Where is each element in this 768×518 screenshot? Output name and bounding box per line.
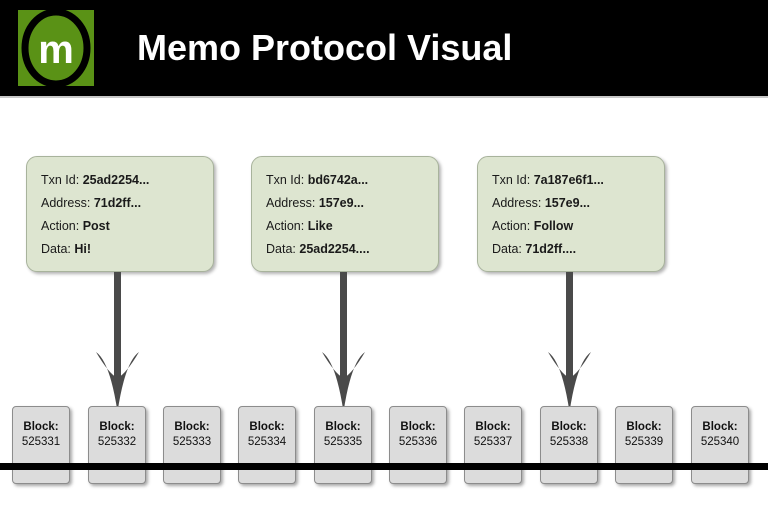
blockchain-block[interactable]: Block: 525332: [88, 406, 146, 484]
memo-field-value: bd6742a...: [304, 173, 369, 187]
block-number: 525337: [473, 436, 513, 448]
block-number: 525336: [398, 436, 438, 448]
blockchain-block[interactable]: Block: 525331: [12, 406, 70, 484]
blockchain-block[interactable]: Block: 525334: [238, 406, 296, 484]
arrow-svg: [322, 272, 365, 412]
block-label: Block:: [99, 421, 135, 433]
memo-field-value: Hi!: [70, 242, 92, 256]
block-label: Block:: [475, 421, 511, 433]
memo-to-block-arrow: [88, 272, 148, 412]
memo-field-row: Action: Like: [266, 215, 438, 238]
blockchain-block[interactable]: Block: 525338: [540, 406, 598, 484]
memo-field-row: Data: Hi!: [41, 238, 213, 261]
block-label: Block:: [174, 421, 210, 433]
memo-field-label: Txn Id:: [492, 173, 531, 187]
blockchain-block[interactable]: Block: 525333: [163, 406, 221, 484]
svg-text:m: m: [38, 28, 74, 72]
memo-field-label: Data:: [266, 242, 296, 256]
memo-field-row: Address: 71d2ff...: [41, 192, 213, 215]
memo-field-row: Txn Id: bd6742a...: [266, 169, 438, 192]
block-number: 525339: [624, 436, 664, 448]
memo-field-label: Address:: [41, 196, 91, 210]
memo-field-label: Address:: [266, 196, 316, 210]
blockchain-baseline: [0, 463, 768, 470]
memo-field-row: Action: Follow: [492, 215, 664, 238]
memo-field-value: 25ad2254...: [79, 173, 150, 187]
block-label: Block:: [325, 421, 361, 433]
memo-field-value: Post: [79, 219, 110, 233]
block-label: Block:: [702, 421, 738, 433]
memo-field-value: 7a187e6f1...: [530, 173, 604, 187]
memo-card-memo-post[interactable]: Txn Id: 25ad2254...Address: 71d2ff...Act…: [26, 156, 214, 272]
memo-field-value: 25ad2254....: [295, 242, 370, 256]
blockchain-block[interactable]: Block: 525339: [615, 406, 673, 484]
block-number: 525331: [21, 436, 61, 448]
arrow-svg: [96, 272, 139, 412]
memo-field-label: Address:: [492, 196, 542, 210]
block-number: 525338: [549, 436, 589, 448]
memo-field-label: Action:: [41, 219, 80, 233]
blockchain-block[interactable]: Block: 525335: [314, 406, 372, 484]
blockchain-block[interactable]: Block: 525337: [464, 406, 522, 484]
memo-field-value: 71d2ff...: [90, 196, 142, 210]
block-label: Block:: [23, 421, 59, 433]
block-number: 525333: [172, 436, 212, 448]
block-number: 525335: [323, 436, 363, 448]
memo-field-row: Data: 25ad2254....: [266, 238, 438, 261]
block-label: Block:: [400, 421, 436, 433]
memo-field-label: Txn Id:: [266, 173, 305, 187]
memo-to-block-arrow: [540, 272, 600, 412]
memo-field-row: Address: 157e9...: [492, 192, 664, 215]
memo-field-row: Action: Post: [41, 215, 213, 238]
memo-field-label: Txn Id:: [41, 173, 80, 187]
block-number: 525332: [97, 436, 137, 448]
memo-field-value: 157e9...: [315, 196, 364, 210]
block-number: 525340: [700, 436, 740, 448]
memo-field-value: 157e9...: [541, 196, 590, 210]
memo-card-memo-like[interactable]: Txn Id: bd6742a...Address: 157e9...Actio…: [251, 156, 439, 272]
memo-field-row: Txn Id: 25ad2254...: [41, 169, 213, 192]
blockchain-block[interactable]: Block: 525336: [389, 406, 447, 484]
memo-field-label: Action:: [266, 219, 305, 233]
block-label: Block:: [626, 421, 662, 433]
blockchain-block[interactable]: Block: 525340: [691, 406, 749, 484]
memo-field-row: Txn Id: 7a187e6f1...: [492, 169, 664, 192]
memo-field-row: Address: 157e9...: [266, 192, 438, 215]
app-header: m Memo Protocol Visual: [0, 0, 768, 98]
block-number: 525334: [247, 436, 287, 448]
memo-to-block-arrow: [314, 272, 374, 412]
block-label: Block:: [249, 421, 285, 433]
block-label: Block:: [551, 421, 587, 433]
memo-field-label: Action:: [492, 219, 531, 233]
memo-field-label: Data:: [41, 242, 71, 256]
memo-field-value: Follow: [530, 219, 574, 233]
memo-field-label: Data:: [492, 242, 522, 256]
memo-field-value: Like: [304, 219, 333, 233]
memo-field-value: 71d2ff....: [521, 242, 577, 256]
memo-card-memo-follow[interactable]: Txn Id: 7a187e6f1...Address: 157e9...Act…: [477, 156, 665, 272]
memo-field-row: Data: 71d2ff....: [492, 238, 664, 261]
arrow-svg: [548, 272, 591, 412]
page-title: Memo Protocol Visual: [137, 27, 513, 68]
memo-logo-icon: m: [18, 10, 94, 86]
memo-logo-svg: m: [18, 10, 94, 86]
diagram-canvas: Txn Id: 25ad2254...Address: 71d2ff...Act…: [0, 98, 768, 518]
